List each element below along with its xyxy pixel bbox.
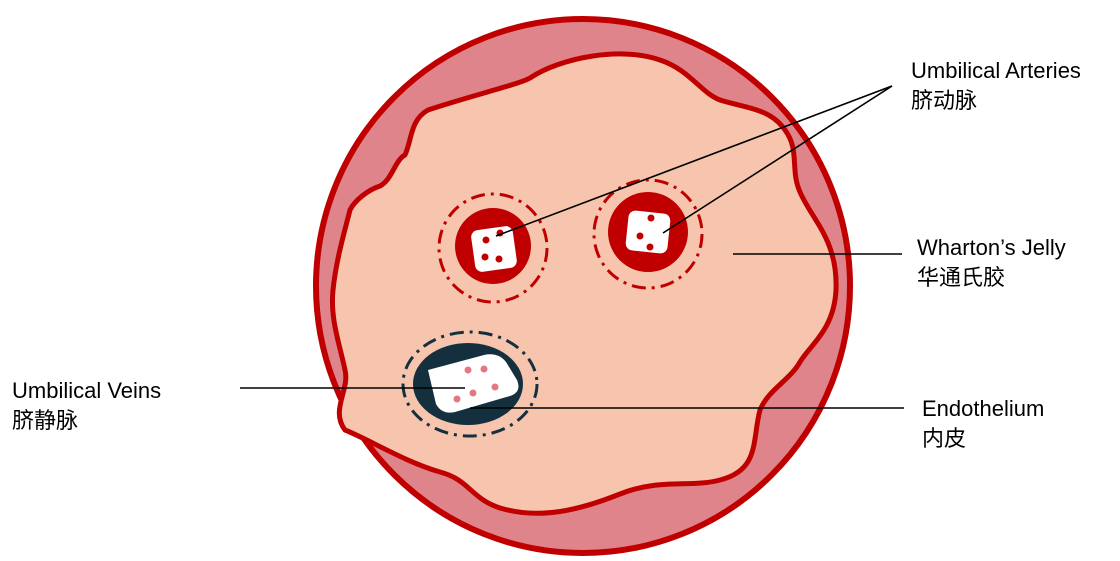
- label-whartons-jelly: Wharton’s Jelly 华通氏胶: [917, 233, 1066, 293]
- artery-spot: [637, 233, 644, 240]
- vein-spot: [465, 367, 472, 374]
- vein-spot: [481, 366, 488, 373]
- vein-spot: [492, 384, 499, 391]
- label-umbilical-arteries-en: Umbilical Arteries: [911, 56, 1081, 86]
- label-umbilical-arteries-zh: 脐动脉: [911, 86, 1081, 116]
- label-whartons-jelly-zh: 华通氏胶: [917, 263, 1066, 293]
- label-umbilical-veins-zh: 脐静脉: [12, 406, 161, 436]
- label-whartons-jelly-en: Wharton’s Jelly: [917, 233, 1066, 263]
- label-endothelium-zh: 内皮: [922, 424, 1044, 454]
- artery-lumen: [470, 225, 517, 272]
- label-endothelium: Endothelium 内皮: [922, 394, 1044, 454]
- label-umbilical-veins-en: Umbilical Veins: [12, 376, 161, 406]
- umbilical-artery-right: [594, 180, 702, 288]
- label-endothelium-en: Endothelium: [922, 394, 1044, 424]
- artery-spot: [648, 215, 655, 222]
- label-umbilical-arteries: Umbilical Arteries 脐动脉: [911, 56, 1081, 116]
- artery-spot: [482, 254, 489, 261]
- vein-spot: [454, 396, 461, 403]
- label-umbilical-veins: Umbilical Veins 脐静脉: [12, 376, 161, 436]
- artery-spot: [483, 237, 490, 244]
- vein-spot: [470, 390, 477, 397]
- artery-spot: [647, 244, 654, 251]
- artery-spot: [496, 256, 503, 263]
